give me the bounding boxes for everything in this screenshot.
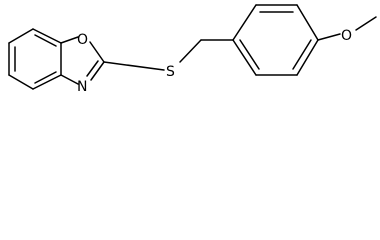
- bond-n-c3a: [60, 74, 79, 85]
- atom-label-thioether-sulfur: S: [166, 64, 175, 80]
- bond-aryl-4: [296, 39, 319, 76]
- bond-aryl-o: [317, 33, 341, 41]
- bond-c2-s: [103, 61, 165, 71]
- bond-aryl-inner-2: [292, 39, 312, 70]
- bond-benzo-4: [32, 74, 62, 90]
- bond-benzo-inner-3: [34, 71, 57, 84]
- bond-c7a-o: [60, 36, 79, 44]
- bond-aryl-3: [296, 4, 319, 41]
- bond-benzo-1: [8, 28, 34, 44]
- atom-label-oxazole-oxygen: O: [77, 32, 88, 48]
- atom-labels: O N S O: [77, 28, 352, 95]
- bond-o-c2: [89, 41, 105, 63]
- bond-s-ch2: [179, 39, 202, 63]
- bond-benzo-6: [32, 28, 62, 44]
- bond-aryl-inner-3: [239, 39, 260, 70]
- bond-c2-n: [90, 61, 105, 81]
- bond-benzo-inner-2: [34, 34, 57, 47]
- bond-aryl-1: [232, 4, 257, 41]
- bond-benzo-3: [8, 74, 34, 90]
- bond-c2-n-double: [86, 60, 99, 77]
- bond-o-methyl: [355, 16, 377, 31]
- molecule-structure-diagram: O N S O: [8, 4, 377, 95]
- bond-aryl-6: [232, 39, 257, 76]
- atom-label-methoxy-oxygen: O: [341, 28, 352, 44]
- atom-label-oxazole-nitrogen: N: [77, 79, 87, 95]
- bonds: [8, 4, 377, 90]
